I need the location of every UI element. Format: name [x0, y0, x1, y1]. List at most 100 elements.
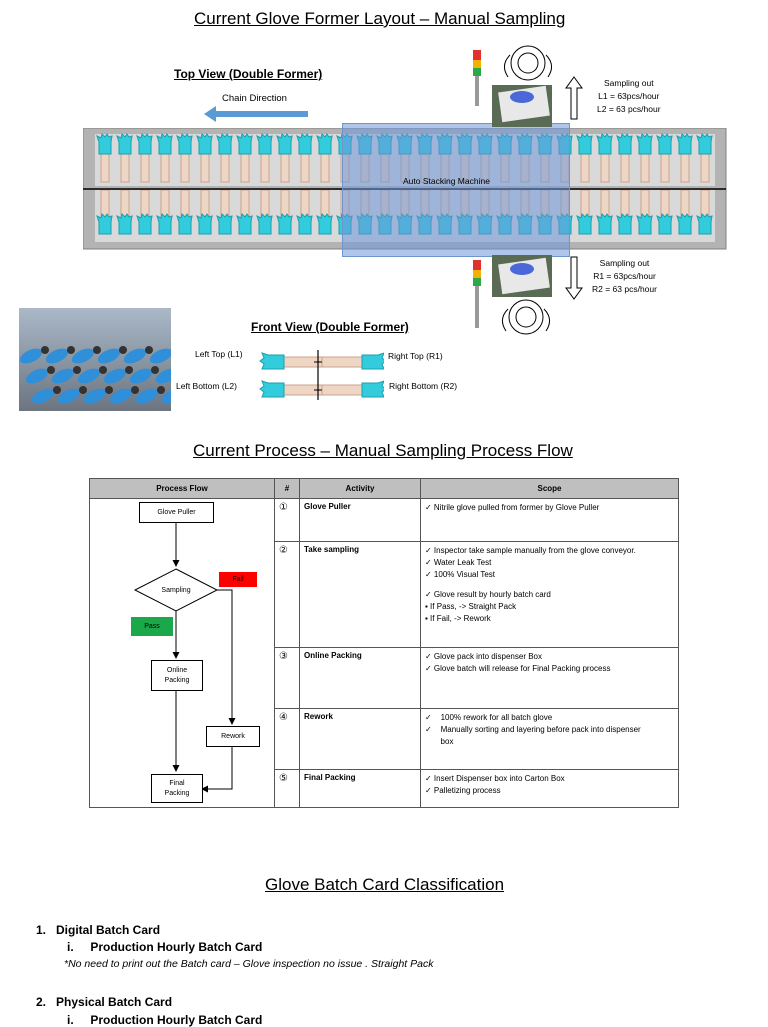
row-scope: ✓ Glove pack into dispenser Box ✓ Glove …: [420, 647, 679, 709]
row-activity: Take sampling: [299, 541, 421, 648]
glove-mark: [156, 213, 173, 235]
glove-mark: [216, 133, 233, 155]
row-number: ③: [274, 647, 300, 709]
flow-final-packing-line-2: Packing: [164, 789, 190, 797]
glove-mark: [316, 213, 333, 235]
glove-mark: [616, 213, 633, 235]
glove-mark: [196, 213, 213, 235]
sampling-out-arrow-top: [565, 76, 583, 120]
inspector-station-bottom: [473, 255, 552, 335]
flow-pass-badge: Pass: [131, 617, 173, 636]
glove-mark: [296, 133, 313, 155]
row-number: ①: [274, 498, 300, 542]
glove-mark: [676, 133, 693, 155]
glove-mark: [596, 213, 613, 235]
glove-mark: [236, 133, 253, 155]
right-top-label: Right Top (R1): [388, 351, 443, 361]
glove-mark: [136, 133, 153, 155]
glove-mark: [276, 133, 293, 155]
row-activity: Rework: [299, 708, 421, 770]
glove-mark: [256, 213, 273, 235]
scope-line: ✓ Glove pack into dispenser Box: [425, 652, 542, 661]
glove-mark: [156, 133, 173, 155]
glove-mark: [576, 213, 593, 235]
row-scope: ✓ Insert Dispenser box into Carton Box ✓…: [420, 769, 679, 808]
glove-mark: [696, 213, 713, 235]
chain-direction-arrow: [204, 106, 308, 122]
glove-mark: [216, 213, 233, 235]
front-view-formers: [259, 350, 384, 400]
glove-mark: [116, 213, 133, 235]
left-bottom-label: Left Bottom (L2): [176, 381, 237, 391]
process-title: Current Process – Manual Sampling Proces…: [193, 441, 573, 460]
flow-sampling: Sampling: [161, 586, 191, 594]
flow-fail-badge: Fail: [219, 572, 257, 587]
sampling-top-line-1: Sampling out: [603, 78, 654, 88]
sampling-top-line-3: L2 = 63 pcs/hour: [597, 104, 661, 114]
scope-line: ✓ Glove batch will release for Final Pac…: [425, 664, 611, 673]
process-flow-cell: Glove Puller Sampling Fail Pass Online P…: [89, 498, 275, 808]
header-number: #: [274, 478, 300, 499]
row-number: ⑤: [274, 769, 300, 808]
table-row: ② Take sampling ✓ Inspector take sample …: [90, 541, 679, 648]
machine-label: Auto Stacking Machine: [403, 176, 490, 186]
row-activity: Glove Puller: [299, 498, 421, 542]
scope-line: ✓ Glove result by hourly batch card: [425, 590, 551, 599]
flow-glove-puller: Glove Puller: [139, 502, 214, 523]
chain-direction-label: Chain Direction: [222, 93, 287, 104]
sampling-bottom-line-2: R1 = 63pcs/hour: [593, 271, 656, 281]
scope-line: ✓ Nitrile glove pulled from former by Gl…: [425, 503, 600, 512]
scope-line: ▪ If Fail, -> Rework: [425, 614, 491, 623]
row-activity: Online Packing: [299, 647, 421, 709]
glove-mark: [116, 133, 133, 155]
flow-online-packing: Online Packing: [151, 660, 203, 691]
row-scope: ✓ 100% rework for all batch glove ✓ Manu…: [420, 708, 679, 770]
row-number: ④: [274, 708, 300, 770]
scope-spacer: [425, 581, 674, 589]
sampling-top-line-2: L1 = 63pcs/hour: [598, 91, 660, 101]
row-scope: ✓ Inspector take sample manually from th…: [420, 541, 679, 648]
flow-rework: Rework: [206, 726, 260, 747]
sampling-out-top: Sampling out L1 = 63pcs/hour L2 = 63 pcs…: [597, 77, 661, 116]
header-process-flow: Process Flow: [89, 478, 275, 499]
glove-mark: [656, 133, 673, 155]
scope-line: ✓ 100% Visual Test: [425, 570, 496, 579]
glove-mark: [656, 213, 673, 235]
glove-mark: [196, 133, 213, 155]
process-table: Process Flow # Activity Scope Glove Pull…: [89, 478, 679, 808]
glove-mark: [96, 133, 113, 155]
glove-mark: [596, 133, 613, 155]
right-bottom-label: Right Bottom (R2): [389, 381, 458, 391]
glove-mark: [296, 213, 313, 235]
flow-connectors: [133, 522, 236, 793]
sampling-bottom-line-1: Sampling out: [599, 258, 650, 268]
glove-mark: [676, 213, 693, 235]
batch-item-1-heading: 1. Digital Batch Card: [36, 923, 161, 937]
glove-mark: [616, 133, 633, 155]
scope-line: ✓ Water Leak Test: [425, 558, 492, 567]
glove-mark: [276, 213, 293, 235]
glove-mark: [176, 133, 193, 155]
glove-mark: [236, 213, 253, 235]
scope-line: ✓ 100% rework for all batch glove: [425, 713, 553, 722]
header-scope: Scope: [420, 478, 679, 499]
flow-online-packing-line-2: Packing: [164, 676, 190, 684]
glove-mark: [96, 213, 113, 235]
front-view-label: Front View (Double Former): [251, 320, 409, 334]
row-activity: Final Packing: [299, 769, 421, 808]
table-row: Glove Puller Sampling Fail Pass Online P…: [89, 498, 679, 808]
batch-item-2-heading: 2. Physical Batch Card: [36, 995, 173, 1009]
batch-title: Glove Batch Card Classification: [265, 875, 505, 894]
scope-line: ✓ Inspector take sample manually from th…: [425, 546, 636, 555]
table-row: ⑤ Final Packing ✓ Insert Dispenser box i…: [90, 769, 679, 808]
row-scope: ✓ Nitrile glove pulled from former by Gl…: [420, 498, 679, 542]
glove-mark: [136, 213, 153, 235]
top-view-label: Top View (Double Former): [174, 67, 323, 81]
scope-line: ✓ Manually sorting and layering before p…: [425, 725, 641, 734]
production-line-photo: [19, 308, 171, 411]
flow-online-packing-line-1: Online: [166, 666, 188, 674]
glove-mark: [176, 213, 193, 235]
scope-line: ✓ Insert Dispenser box into Carton Box: [425, 774, 565, 783]
glove-mark: [576, 133, 593, 155]
sampling-bottom-line-3: R2 = 63 pcs/hour: [592, 284, 657, 294]
